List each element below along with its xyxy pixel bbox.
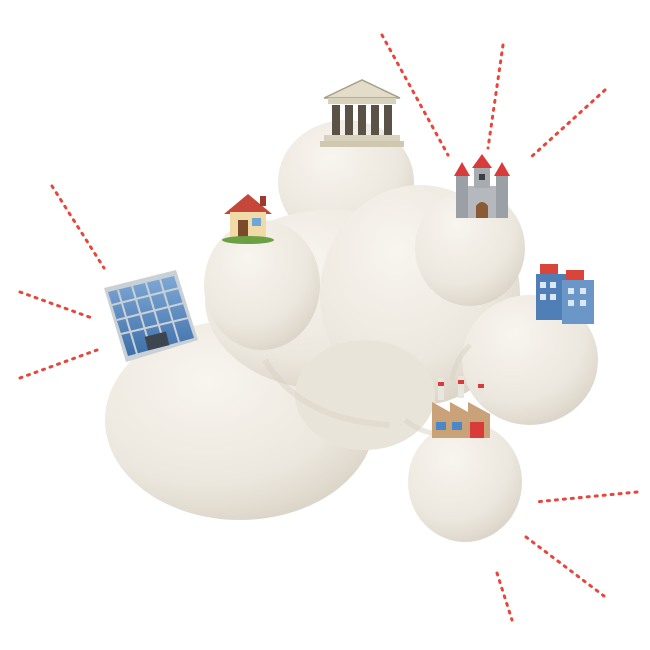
ray — [380, 33, 450, 157]
ray — [533, 490, 639, 504]
ray — [524, 535, 606, 598]
dotted-rays — [18, 33, 639, 622]
ray — [528, 88, 607, 160]
factory-icon — [432, 376, 490, 438]
cloud — [105, 120, 598, 542]
ray — [18, 348, 99, 380]
classical-bank-building-icon — [320, 79, 404, 147]
ray — [486, 43, 505, 150]
ray — [18, 290, 94, 320]
castle-icon — [454, 154, 510, 218]
hotel-icon — [536, 264, 594, 324]
ray — [50, 184, 106, 270]
ray — [495, 571, 514, 622]
office-building-icon — [104, 270, 198, 362]
house-icon — [222, 194, 274, 244]
